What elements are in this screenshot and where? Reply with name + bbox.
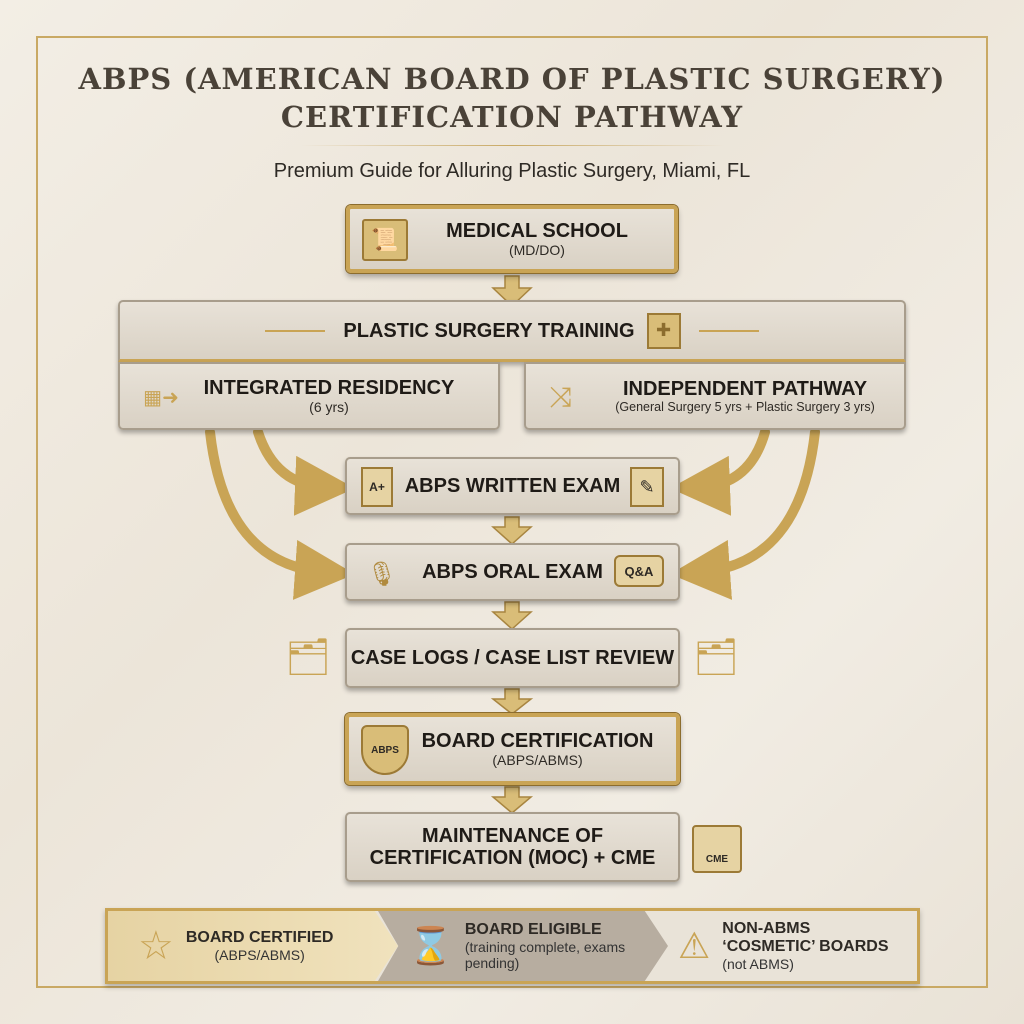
step-title: CASE LOGS / CASE LIST REVIEW <box>350 647 675 669</box>
star-icon: ☆ <box>138 924 174 968</box>
integrated-subtitle: (6 yrs) <box>309 399 349 415</box>
legend-title: BOARD ELIGIBLE <box>464 921 602 938</box>
arrow-down <box>491 275 533 308</box>
arrow-independent-to-oral <box>670 427 820 600</box>
legend-title: NON-ABMS <box>722 920 811 937</box>
step-subtitle: (ABPS/ABMS) <box>492 752 583 768</box>
winding-path-icon: ⤨ <box>549 380 573 412</box>
subtitle: Premium Guide for Alluring Plastic Surge… <box>273 160 751 182</box>
integrated-title: INTEGRATED RESIDENCY <box>203 377 455 399</box>
step-medical-school: 📜 MEDICAL SCHOOL(MD/DO) <box>346 205 678 273</box>
step-board-certification: ABPS BOARD CERTIFICATION(ABPS/ABMS) <box>345 713 680 785</box>
step-oral-exam: 🎙 ABPS ORAL EXAM Q&A <box>345 543 680 601</box>
step-title: BOARD CERTIFICATION <box>421 730 654 752</box>
training-header: PLASTIC SURGERY TRAINING ✚ <box>118 300 906 362</box>
arrow-independent-to-written <box>670 427 770 516</box>
calendar-icon: CME <box>692 825 742 873</box>
step-case-logs: CASE LOGS / CASE LIST REVIEW <box>345 628 680 688</box>
decorative-frame <box>36 36 988 988</box>
legend-subtitle: (not ABMS) <box>722 956 794 972</box>
arrow-down <box>491 601 533 631</box>
hourglass-icon: ⌛ <box>408 925 453 966</box>
step-written-exam: A+ ABPS WRITTEN EXAM ✎ <box>345 457 680 515</box>
legend-board-certified: ☆ BOARD CERTIFIED(ABPS/ABMS) <box>108 911 398 981</box>
legend-subtitle: (training complete, exams pending) <box>464 939 626 971</box>
legend-board-eligible: ⌛ BOARD ELIGIBLE(training complete, exam… <box>378 911 668 981</box>
shield-icon: ABPS <box>361 725 409 775</box>
step-title: ABPS ORAL EXAM <box>422 561 603 583</box>
legend-subtitle: (ABPS/ABMS) <box>214 947 305 963</box>
legend-banner: ☆ BOARD CERTIFIED(ABPS/ABMS) ⌛ BOARD ELI… <box>105 908 920 984</box>
folder-search-icon: 🗂 <box>285 636 331 677</box>
training-title: PLASTIC SURGERY TRAINING <box>343 319 635 342</box>
arrow-down <box>490 688 534 715</box>
independent-pathway: ⤨ INDEPENDENT PATHWAY(General Surgery 5 … <box>524 362 906 430</box>
legend-non-abms: ⚠ NON-ABMS‘COSMETIC’ BOARDS(not ABMS) <box>648 911 917 981</box>
title-line-1: ABPS (AMERICAN BOARD OF PLASTIC SURGERY) <box>78 62 946 96</box>
title-line-2: CERTIFICATION PATHWAY <box>280 100 744 134</box>
step-title: ABPS WRITTEN EXAM <box>404 475 621 497</box>
warning-icon: ⚠ <box>678 925 711 966</box>
step-title-line-2: CERTIFICATION (MOC) + CME <box>369 847 656 869</box>
legend-title-line-2: ‘COSMETIC’ BOARDS <box>722 938 889 955</box>
grid-arrow-icon: ▦➜ <box>143 386 179 409</box>
integrated-residency: ▦➜ INTEGRATED RESIDENCY(6 yrs) <box>118 362 500 430</box>
pencil-document-icon: ✎ <box>630 467 664 507</box>
qa-bubble-icon: Q&A <box>614 555 664 587</box>
step-title-line-1: MAINTENANCE OF <box>421 825 604 847</box>
arrow-integrated-to-written <box>253 427 355 516</box>
legend-title: BOARD CERTIFIED <box>185 929 334 946</box>
microphone-chat-icon: 🎙 <box>366 560 398 588</box>
hospital-icon: ✚ <box>646 312 681 349</box>
arrow-integrated-to-oral <box>205 427 355 600</box>
step-title: MEDICAL SCHOOL <box>446 220 628 242</box>
exam-paper-icon: A+ <box>361 467 393 507</box>
independent-title: INDEPENDENT PATHWAY <box>622 378 868 400</box>
independent-subtitle: (General Surgery 5 yrs + Plastic Surgery… <box>615 400 875 414</box>
divider <box>300 145 724 146</box>
arrow-down <box>490 786 534 814</box>
arrow-down <box>491 516 533 546</box>
diploma-icon: 📜 <box>362 219 408 261</box>
step-subtitle: (MD/DO) <box>508 242 565 258</box>
folder-check-icon: 🗂 <box>693 636 739 677</box>
